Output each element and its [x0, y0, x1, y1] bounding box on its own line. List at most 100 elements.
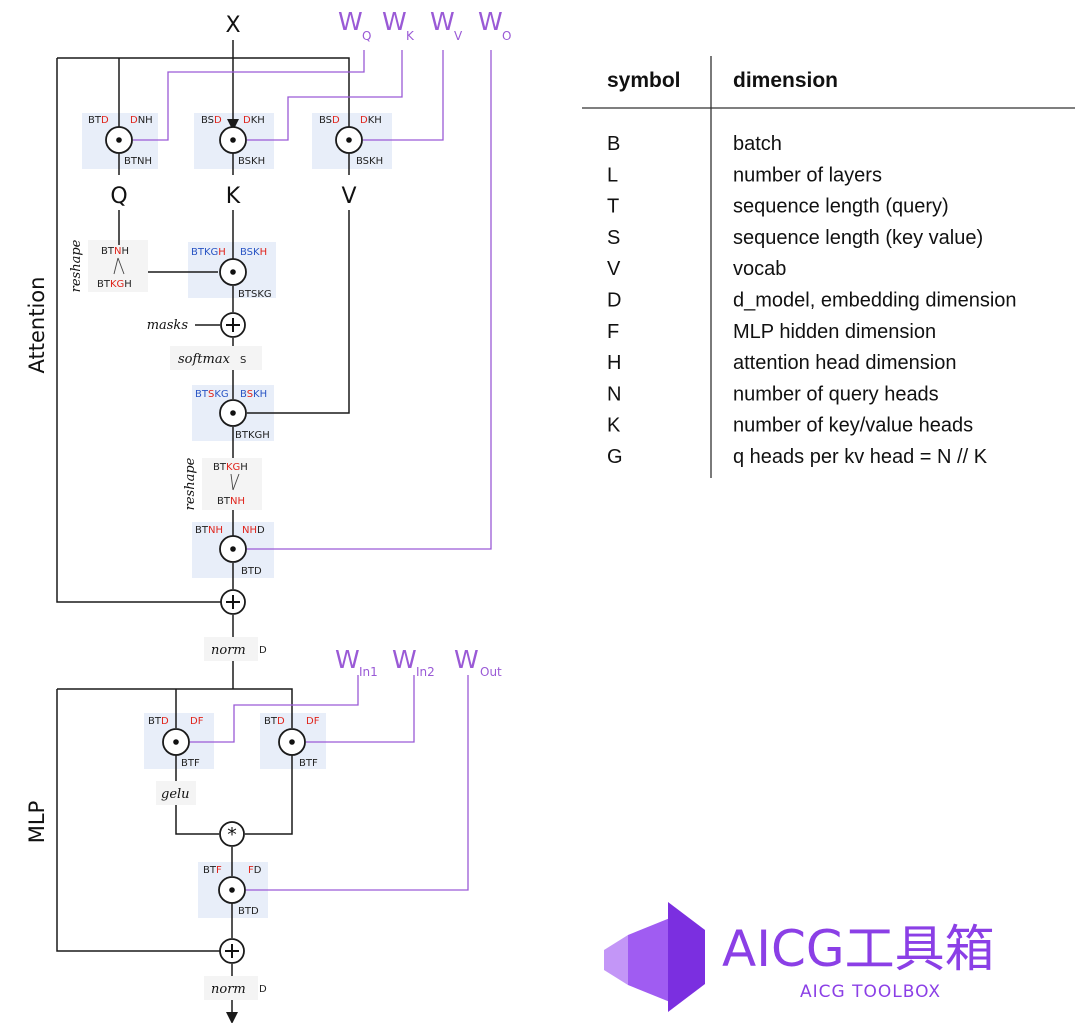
input-x-label: X — [225, 13, 240, 38]
dot-nodes — [105, 126, 363, 904]
table-header-dimension: dimension — [733, 69, 838, 92]
svg-text:BTD: BTD — [88, 115, 109, 126]
masks-label: masks — [147, 318, 189, 333]
svg-text:BSD: BSD — [201, 115, 222, 126]
weight-wq-sub: Q — [362, 29, 371, 43]
reshape-label-2: reshape — [183, 457, 198, 510]
logo-mark-icon — [604, 902, 705, 1012]
table-cell-dimension: MLP hidden dimension — [733, 321, 936, 343]
k-letter: K — [226, 184, 241, 209]
table-cell-symbol: D — [607, 290, 621, 312]
softmax-label: softmax — [178, 352, 231, 367]
reshape-q-block — [88, 240, 148, 292]
table-cell-dimension: batch — [733, 133, 782, 155]
svg-text:BTSKG: BTSKG — [195, 389, 229, 400]
svg-text:BTNH: BTNH — [124, 156, 152, 167]
svg-text:BSKH: BSKH — [240, 389, 267, 400]
table-cell-symbol: B — [607, 133, 620, 155]
svg-text:BTKGH: BTKGH — [213, 462, 248, 473]
attention-weight-labels: W Q W K W V W O — [338, 7, 511, 43]
svg-text:BTD: BTD — [148, 716, 169, 727]
svg-text:BTF: BTF — [299, 758, 318, 769]
weight-wout-label: W — [454, 645, 479, 674]
svg-text:BTSKG: BTSKG — [238, 289, 272, 300]
v-letter: V — [341, 184, 356, 209]
table-cell-symbol: L — [607, 164, 618, 186]
svg-text:BTNH: BTNH — [101, 246, 129, 257]
softmax-box — [170, 346, 262, 370]
table-header-symbol: symbol — [607, 69, 681, 92]
svg-text:BTKGH: BTKGH — [97, 279, 132, 290]
attention-side-label: Attention — [25, 277, 49, 374]
table-cell-symbol: V — [607, 258, 621, 280]
weight-wk-label: W — [382, 7, 407, 36]
gelu-label: gelu — [161, 787, 190, 802]
einsum-labels: BTD DNH BTNH BSD DKH BSKH BSD DKH BSKH B… — [88, 115, 383, 917]
gelu-box — [156, 781, 196, 805]
weight-wv-label: W — [430, 7, 455, 36]
svg-text:DKH: DKH — [360, 115, 382, 126]
svg-text:DF: DF — [190, 716, 204, 727]
table-cell-symbol: H — [607, 352, 621, 374]
norm-box-2 — [204, 976, 258, 1000]
norm-dim-2: D — [259, 984, 267, 995]
table-cell-dimension: attention head dimension — [733, 352, 957, 374]
weight-win1-sub: In1 — [359, 665, 378, 679]
svg-text:BTNH: BTNH — [195, 525, 223, 536]
multiply-node — [219, 821, 245, 847]
add-nodes: * — [219, 312, 246, 964]
logo-subtitle: AICG TOOLBOX — [800, 982, 941, 1002]
table-cell-dimension: number of query heads — [733, 383, 939, 405]
logo-title: AICG工具箱 — [722, 920, 995, 978]
weight-wo-sub: O — [502, 29, 511, 43]
table-cell-dimension: sequence length (key value) — [733, 227, 983, 249]
weight-win2-label: W — [392, 645, 417, 674]
svg-text:NHD: NHD — [242, 525, 265, 536]
weight-win1-label: W — [335, 645, 360, 674]
table-cell-symbol: K — [607, 415, 621, 437]
weight-wv-sub: V — [454, 29, 463, 43]
svg-text:BTKGH: BTKGH — [235, 430, 270, 441]
weight-win2-sub: In2 — [416, 665, 435, 679]
table-cell-symbol: S — [607, 227, 620, 249]
weight-wo-label: W — [478, 7, 503, 36]
softmax-dim: S — [240, 355, 246, 366]
svg-text:BTD: BTD — [238, 906, 259, 917]
q-letter: Q — [110, 184, 127, 209]
svg-text:BSD: BSD — [319, 115, 340, 126]
svg-text:BTD: BTD — [264, 716, 285, 727]
table-cell-dimension: number of key/value heads — [733, 415, 973, 437]
svg-text:BTF: BTF — [203, 865, 222, 876]
svg-text:DNH: DNH — [130, 115, 153, 126]
table-cell-dimension: d_model, embedding dimension — [733, 290, 1017, 312]
table-cell-symbol: N — [607, 383, 621, 405]
svg-text:BTD: BTD — [241, 566, 262, 577]
table-cell-dimension: sequence length (query) — [733, 196, 949, 218]
svg-text:BSKH: BSKH — [238, 156, 265, 167]
weight-wq-label: W — [338, 7, 363, 36]
svg-text:FD: FD — [248, 865, 262, 876]
aicg-logo: AICG工具箱 AICG TOOLBOX — [604, 902, 995, 1012]
table-cell-dimension: number of layers — [733, 164, 882, 186]
weight-wout-sub: Out — [480, 665, 502, 679]
svg-text:BSKH: BSKH — [240, 247, 267, 258]
norm-label-2: norm — [211, 982, 246, 997]
svg-text:*: * — [227, 824, 237, 846]
norm-label-1: norm — [211, 643, 246, 658]
svg-text:BTF: BTF — [181, 758, 200, 769]
reshape-label-1: reshape — [69, 239, 84, 292]
table-cell-symbol: F — [607, 321, 619, 343]
svg-text:BTNH: BTNH — [217, 496, 245, 507]
svg-text:BSKH: BSKH — [356, 156, 383, 167]
norm-box-1 — [204, 637, 258, 661]
norm-dim-1: D — [259, 645, 267, 656]
table-cell-symbol: T — [607, 196, 619, 218]
weight-wk-sub: K — [406, 29, 415, 43]
svg-text:BTKGH: BTKGH — [191, 247, 226, 258]
table-cell-dimension: vocab — [733, 258, 786, 280]
table-cell-symbol: G — [607, 446, 623, 468]
table-cell-dimension: q heads per kv head = N // K — [733, 446, 988, 468]
